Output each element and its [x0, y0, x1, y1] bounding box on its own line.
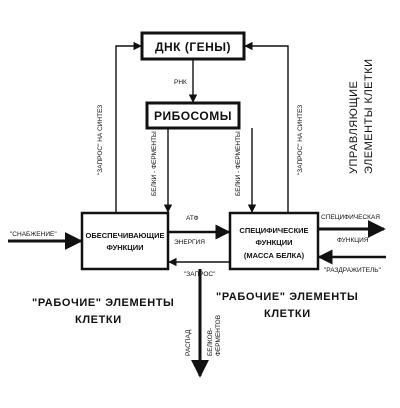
- supply-functions-label-2: ФУНКЦИИ: [106, 243, 143, 252]
- atp-energy-arrow: АТФ ЭНЕРГИЯ: [168, 215, 231, 246]
- ribosomes-box-label: РИБОСОМЫ: [154, 109, 232, 123]
- specific-functions-box: СПЕЦИФИЧЕСКИЕ ФУНКЦИИ (МАССА БЕЛКА): [228, 211, 320, 271]
- specific-function-output-label-2: ФУНКЦИЯ: [337, 237, 369, 244]
- supply-functions-box: ОБЕСПЕЧИВАЮЩИЕ ФУНКЦИИ: [80, 211, 170, 271]
- decay-label-1: РАСПАД: [185, 329, 192, 356]
- left-proteins-enzymes-label: БЕЛКИ - ФЕРМЕНТЫ: [151, 131, 158, 196]
- working-elements-right-label-1: "РАБОЧИЕ" ЭЛЕМЕНТЫ: [216, 291, 358, 303]
- working-elements-left-label-2: КЛЕТКИ: [75, 314, 122, 326]
- working-elements-right-label-2: КЛЕТКИ: [264, 308, 311, 320]
- working-elements-left-region-label: "РАБОЧИЕ" ЭЛЕМЕНТЫ КЛЕТКИ: [32, 297, 174, 326]
- control-elements-region-label: УПРАВЛЯЮЩИЕ ЭЛЕМЕНТЫ КЛЕТКИ: [348, 58, 375, 174]
- control-elements-label-2: ЭЛЕМЕНТЫ КЛЕТКИ: [363, 58, 375, 174]
- right-request-synthesis-label: "ЗАПРОС" НА СИНТЕЗ: [297, 105, 304, 175]
- control-elements-label-1: УПРАВЛЯЮЩИЕ: [348, 81, 360, 174]
- working-elements-right-region-label: "РАБОЧИЕ" ЭЛЕМЕНТЫ КЛЕТКИ: [216, 291, 358, 320]
- dna-box-label: ДНК (ГЕНЫ): [155, 40, 231, 54]
- left-request-synthesis-label: "ЗАПРОС" НА СИНТЕЗ: [97, 105, 104, 175]
- working-elements-left-label-1: "РАБОЧИЕ" ЭЛЕМЕНТЫ: [32, 297, 174, 309]
- right-proteins-enzymes-arrow: БЕЛКИ - ФЕРМЕНТЫ: [235, 128, 257, 213]
- specific-function-output-arrow: СПЕЦИФИЧЕСКАЯ ФУНКЦИЯ: [318, 214, 386, 244]
- decay-output-arrow: РАСПАД БЕЛКОВ- ФЕРМЕНТОВ: [185, 269, 222, 378]
- rna-arrow: РНК: [174, 59, 198, 103]
- irritant-input-arrow: "РАЗДРАЖИТЕЛЬ": [317, 249, 386, 274]
- atp-label: АТФ: [186, 215, 199, 222]
- specific-function-output-label-1: СПЕЦИФИЧЕСКАЯ: [321, 214, 380, 221]
- decay-label-3: ФЕРМЕНТОВ: [215, 315, 222, 356]
- left-proteins-enzymes-arrow: БЕЛКИ - ФЕРМЕНТЫ: [151, 128, 173, 213]
- irritant-input-label: "РАЗДРАЖИТЕЛЬ": [324, 267, 382, 274]
- energy-label: ЭНЕРГИЯ: [174, 239, 205, 246]
- rna-label: РНК: [174, 79, 187, 86]
- specific-functions-label-1: СПЕЦИФИЧЕСКИЕ: [239, 226, 308, 235]
- supply-input-label: "СНАБЖЕНИЕ": [10, 231, 57, 238]
- specific-functions-label-2: ФУНКЦИИ: [255, 238, 292, 247]
- supply-functions-label-1: ОБЕСПЕЧИВАЮЩИЕ: [86, 231, 165, 240]
- dna-box: ДНК (ГЕНЫ): [140, 31, 246, 61]
- ribosomes-box: РИБОСОМЫ: [145, 101, 241, 130]
- right-proteins-enzymes-label: БЕЛКИ - ФЕРМЕНТЫ: [235, 131, 242, 196]
- right-request-synthesis-arrow: "ЗАПРОС" НА СИНТЕЗ: [244, 41, 304, 213]
- decay-label-2: БЕЛКОВ-: [207, 328, 214, 356]
- supply-input-arrow: "СНАБЖЕНИЕ": [8, 231, 83, 250]
- left-request-synthesis-arrow: "ЗАПРОС" НА СИНТЕЗ: [97, 41, 142, 213]
- specific-functions-label-3: (МАССА БЕЛКА): [244, 251, 305, 260]
